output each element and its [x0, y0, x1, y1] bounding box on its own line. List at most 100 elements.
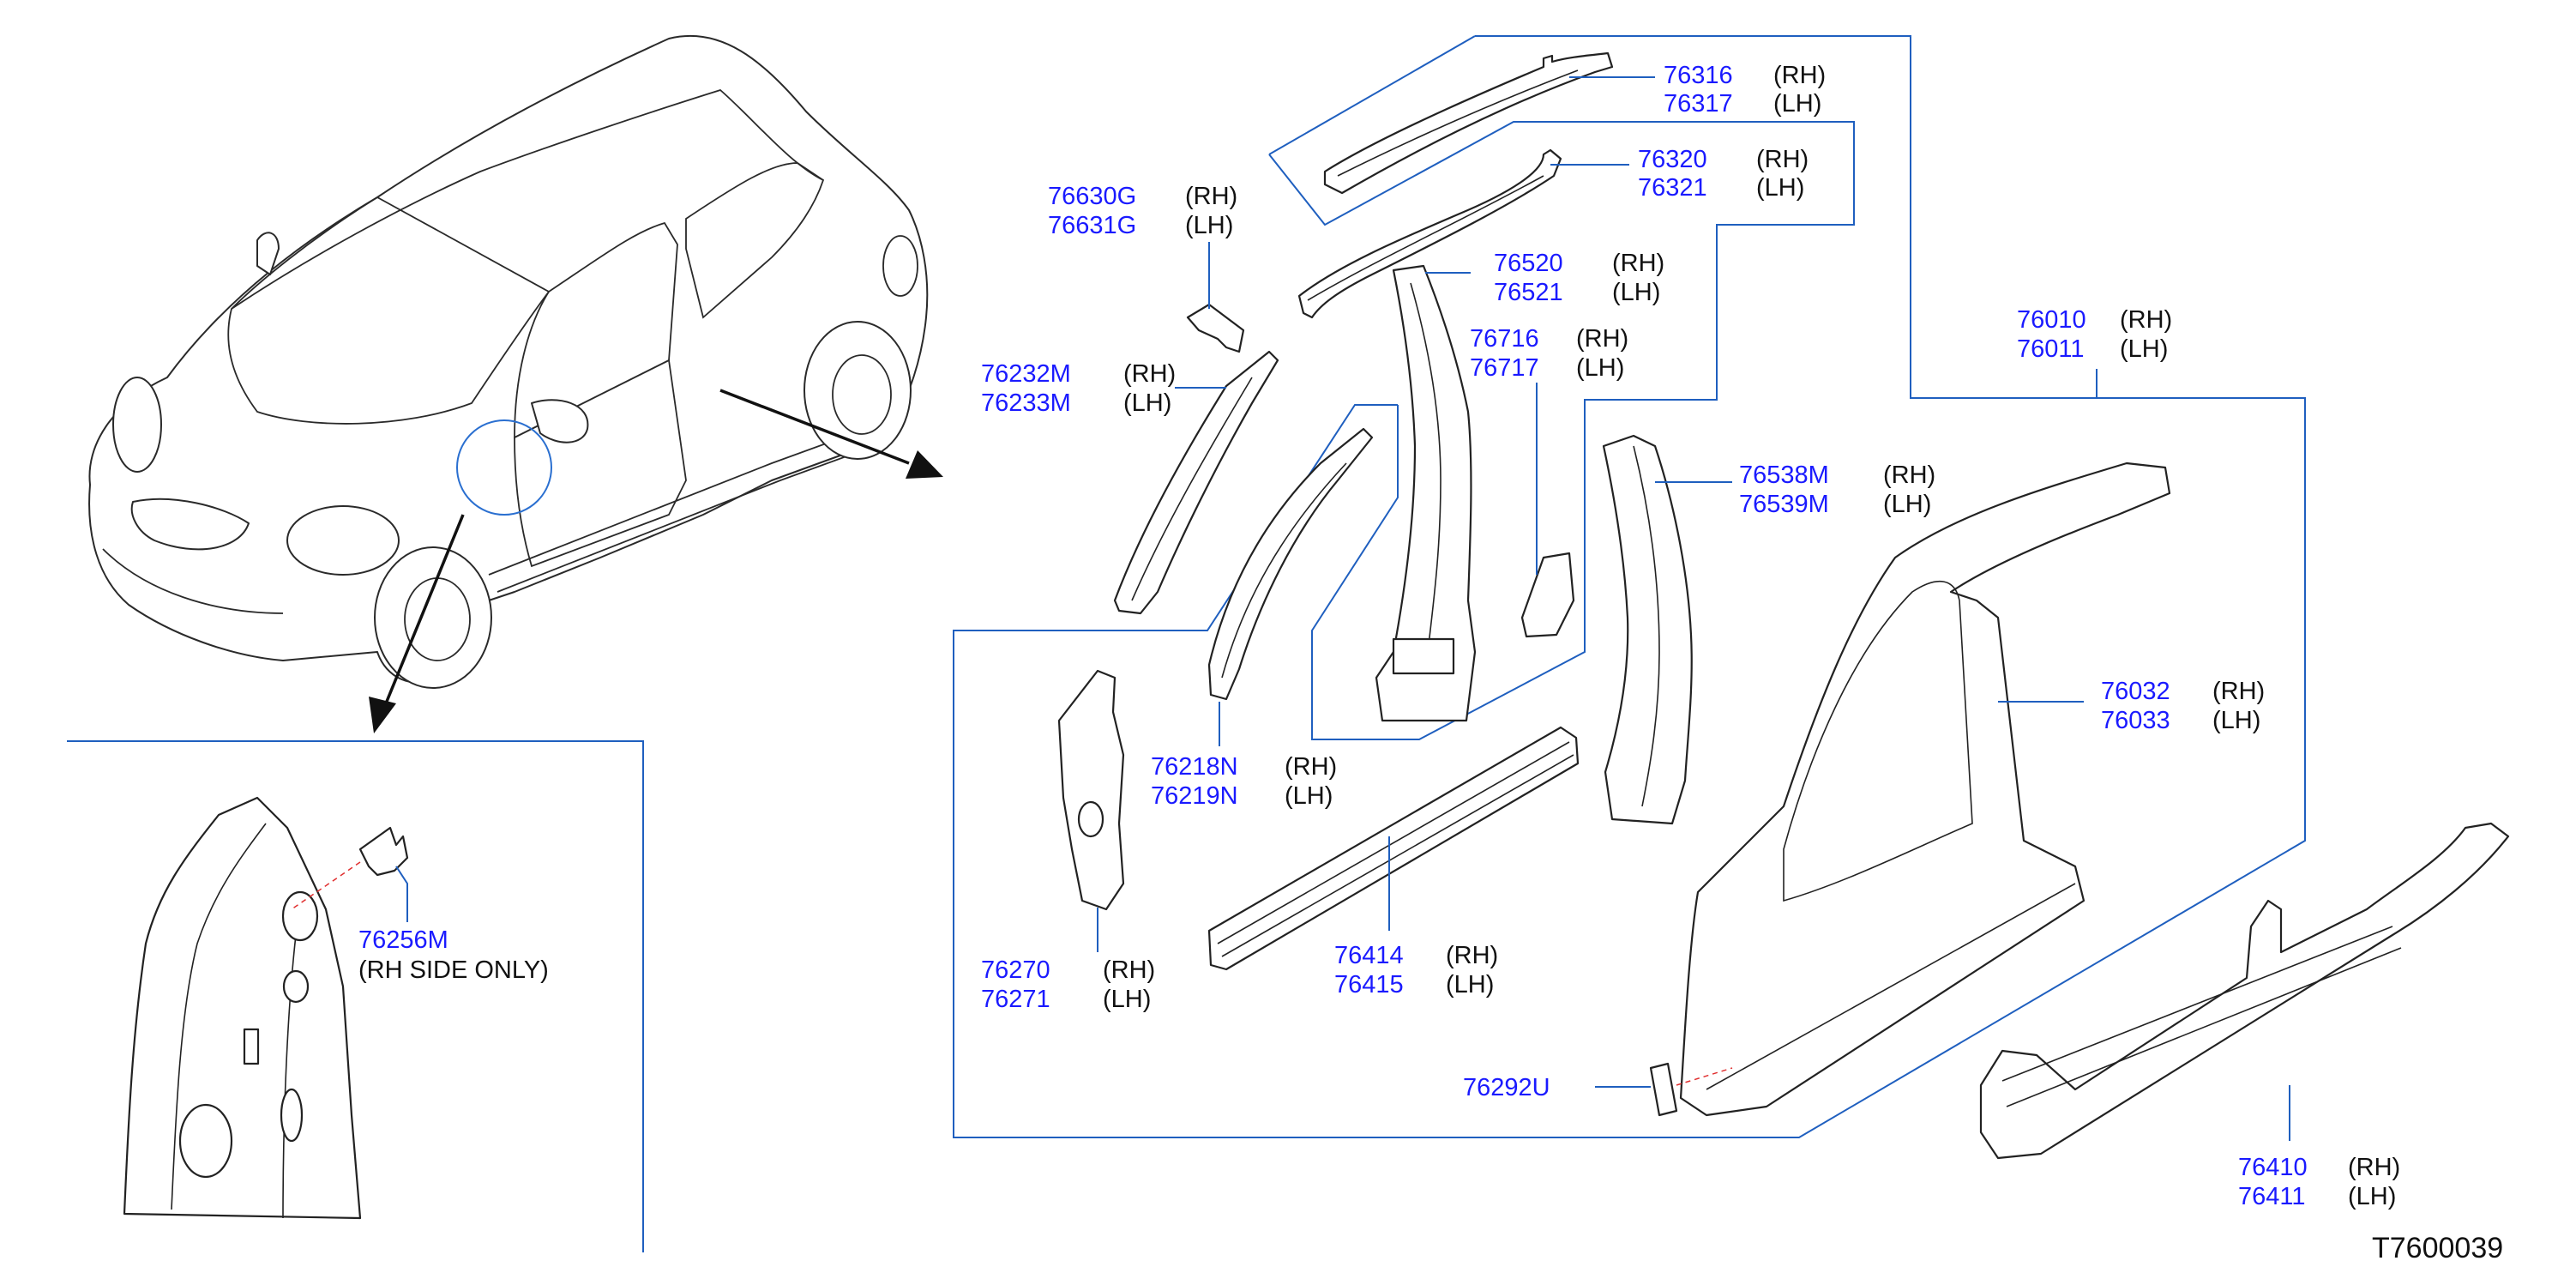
part-76320	[1297, 148, 1562, 319]
clip-install-line	[291, 861, 361, 910]
callout-76032-side-rh: (RH)	[2212, 678, 2265, 705]
diagram-reference-code: T7600039	[2372, 1232, 2503, 1264]
callout-76630G-side-lh: (LH)	[1185, 212, 1233, 239]
inset-hole-4	[280, 1088, 304, 1143]
car-rear-wheel	[803, 321, 912, 460]
inset-pillar-edge-2	[282, 934, 297, 1219]
part-76218N	[1207, 427, 1374, 701]
part-76232M	[1113, 350, 1279, 615]
part-76316-detail	[1337, 69, 1579, 177]
part-76316	[1323, 51, 1614, 195]
car-front-wheel	[374, 546, 492, 689]
part-76716	[1520, 552, 1575, 638]
callout-76716-number-lh[interactable]: 76717	[1470, 354, 1539, 382]
clip-part	[358, 826, 409, 877]
car-side-window-rear	[685, 162, 825, 319]
callout-76320-side-rh: (RH)	[1756, 146, 1809, 173]
car-headlamp-right	[112, 377, 162, 473]
callout-76256M-note: (RH SIDE ONLY)	[358, 956, 549, 984]
part-76232M-detail	[1131, 377, 1253, 601]
inset-hole-2	[282, 969, 310, 1004]
part-76414-detail	[1217, 741, 1574, 957]
callout-76316-side-lh: (LH)	[1773, 90, 1821, 118]
part-76218N-detail	[1221, 462, 1347, 679]
callout-76032-side-lh: (LH)	[2212, 707, 2260, 734]
part-76538M-detail	[1633, 445, 1660, 807]
car-sill-2	[497, 445, 876, 593]
callout-76630G-side-rh: (RH)	[1185, 183, 1237, 210]
car-grille	[130, 498, 250, 551]
callout-76320-number-rh[interactable]: 76320	[1638, 146, 1707, 173]
callout-76292U-number[interactable]: 76292U	[1463, 1074, 1550, 1101]
part-76414	[1207, 726, 1580, 971]
part-76538M	[1602, 434, 1693, 825]
callout-76032-number-rh[interactable]: 76032	[2101, 678, 2170, 705]
callout-76410-number-rh[interactable]: 76410	[2238, 1154, 2308, 1181]
callout-76630G-number-rh[interactable]: 76630G	[1048, 183, 1136, 210]
callout-76218N-side-lh: (LH)	[1285, 782, 1333, 810]
callout-76414-number-rh[interactable]: 76414	[1334, 942, 1404, 969]
car-headlamp-left	[286, 505, 400, 576]
part-76320-detail	[1307, 175, 1544, 301]
callout-76218N-number-rh[interactable]: 76218N	[1151, 753, 1238, 781]
callout-76316-number-rh[interactable]: 76316	[1664, 62, 1733, 89]
car-roof-line	[231, 88, 824, 310]
callout-76520-number-lh[interactable]: 76521	[1494, 279, 1563, 306]
arrow-to-parts	[719, 389, 910, 465]
callout-76538M-number-lh[interactable]: 76539M	[1739, 491, 1829, 518]
upper-rail-frame	[1268, 35, 1476, 155]
callout-76032-number-lh[interactable]: 76033	[2101, 707, 2170, 734]
detail-inset	[123, 796, 409, 1220]
callout-76716-number-rh[interactable]: 76716	[1470, 325, 1539, 353]
part-76630G	[1186, 303, 1245, 353]
part-76292U	[1649, 1062, 1678, 1117]
callout-76232M-number-lh[interactable]: 76233M	[981, 389, 1071, 417]
callout-76414-number-lh[interactable]: 76415	[1334, 971, 1404, 998]
callout-76520-side-rh: (RH)	[1612, 250, 1664, 277]
callout-76410-number-lh[interactable]: 76411	[2238, 1183, 2306, 1210]
callout-76010-number-rh[interactable]: 76010	[2017, 306, 2086, 334]
part-76032	[1679, 462, 2171, 1117]
car-mirror	[531, 399, 589, 443]
detail-inset-frame	[67, 740, 644, 1252]
callout-76538M-number-rh[interactable]: 76538M	[1739, 462, 1829, 489]
callout-76010-number-lh[interactable]: 76011	[2017, 335, 2085, 363]
callout-76716-side-rh: (RH)	[1576, 325, 1628, 353]
callout-76218N-side-rh: (RH)	[1285, 753, 1337, 781]
callout-76410-side-rh: (RH)	[2348, 1154, 2400, 1181]
callout-76218N-number-lh[interactable]: 76219N	[1151, 782, 1238, 810]
part-76270	[1057, 669, 1125, 911]
callout-labels: 76316 (RH) 76317 (LH) 76320 (RH) 76321 (…	[358, 62, 2503, 1264]
callout-76010-side-lh: (LH)	[2120, 335, 2168, 363]
part-76520-detail	[1410, 282, 1441, 653]
car-rear-lamp	[882, 235, 918, 297]
inset-hole-3	[178, 1103, 233, 1179]
callout-76538M-side-rh: (RH)	[1883, 462, 1935, 489]
arrow-to-inset	[382, 514, 465, 709]
upper-rail-frame-side	[1268, 121, 1855, 740]
callout-76320-number-lh[interactable]: 76321	[1638, 174, 1707, 202]
callout-76232M-number-rh[interactable]: 76232M	[981, 360, 1071, 388]
car-windshield	[227, 196, 551, 425]
inset-hole-1	[281, 890, 319, 942]
callout-76256M-number[interactable]: 76256M	[358, 926, 448, 954]
callout-76414-side-lh: (LH)	[1446, 971, 1494, 998]
callout-76410-side-lh: (LH)	[2348, 1183, 2396, 1210]
car-side-mirror-roof	[256, 232, 280, 275]
part-76032-door-opening	[1783, 580, 1973, 902]
callout-76520-side-lh: (LH)	[1612, 279, 1660, 306]
callout-76316-number-lh[interactable]: 76317	[1664, 90, 1733, 118]
callout-76270-side-rh: (RH)	[1103, 956, 1155, 984]
car-overview	[88, 34, 943, 733]
inset-pillar-panel	[123, 796, 362, 1220]
callout-76414-side-rh: (RH)	[1446, 942, 1498, 969]
callout-76520-number-rh[interactable]: 76520	[1494, 250, 1563, 277]
callout-76270-number-lh[interactable]: 76271	[981, 986, 1050, 1013]
callout-76630G-number-lh[interactable]: 76631G	[1048, 212, 1136, 239]
callout-76010-side-rh: (RH)	[2120, 306, 2172, 334]
callout-76716-side-lh: (LH)	[1576, 354, 1624, 382]
car-front-door	[514, 359, 687, 568]
callout-76270-number-rh[interactable]: 76270	[981, 956, 1050, 984]
clip-leader	[395, 866, 408, 922]
